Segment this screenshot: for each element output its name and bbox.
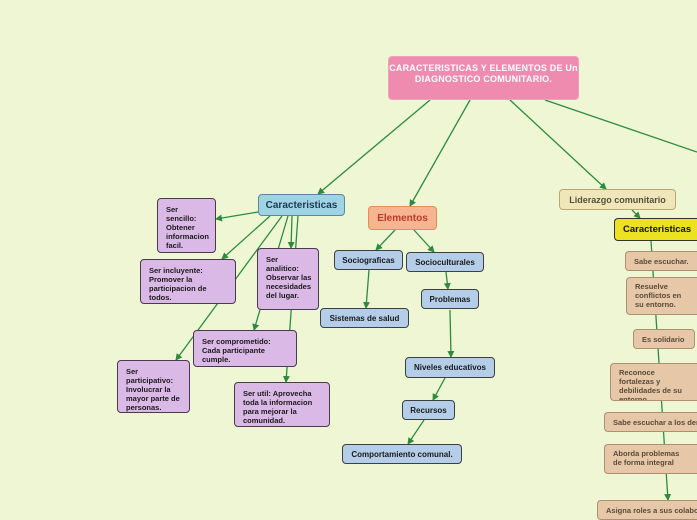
link-recursos-comportamiento — [407, 419, 425, 445]
subtopic-sociograficas[interactable]: Sociograficas — [334, 250, 403, 270]
subtopic-sociograficas-label: Sociograficas — [342, 255, 395, 265]
subtopic-ser-sencillo-label: Ser sencillo: Obtener informacion facil. — [166, 205, 209, 250]
leader-trait-aborda-problemas-label: Aborda problemas de forma integral — [613, 449, 680, 467]
subtopic-ser-util-label: Ser util: Aprovecha toda la informacion … — [243, 389, 313, 425]
subtopic-comportamiento-comunal-label: Comportamiento comunal. — [351, 449, 453, 459]
root-topic-label: CARACTERISTICAS Y ELEMENTOS DE Un DIAGNO… — [389, 63, 578, 84]
subtopic-sistemas-de-salud[interactable]: Sistemas de salud — [320, 308, 409, 328]
link-car-sencillo — [215, 211, 259, 222]
link-root-elementos — [409, 99, 471, 207]
leader-trait-reconoce-fortalezas[interactable]: Reconoce fortalezas y debilidades de su … — [610, 363, 697, 401]
subtopic-liderazgo-caracteristicas[interactable]: Caracteristicas — [614, 218, 697, 241]
link-problemas-niveles — [447, 309, 455, 358]
leader-trait-reconoce-fortalezas-label: Reconoce fortalezas y debilidades de su … — [619, 368, 682, 401]
leader-trait-sabe-escuchar[interactable]: Sabe escuchar. — [625, 251, 697, 271]
subtopic-niveles-educativos[interactable]: Niveles educativos — [405, 357, 495, 378]
root-topic[interactable]: CARACTERISTICAS Y ELEMENTOS DE Un DIAGNO… — [388, 56, 579, 100]
link-elem-socioculturales — [413, 229, 435, 253]
subtopic-ser-comprometido[interactable]: Ser comprometido: Cada participante cump… — [193, 330, 297, 367]
subtopic-ser-sencillo[interactable]: Ser sencillo: Obtener informacion facil. — [157, 198, 216, 253]
subtopic-recursos-label: Recursos — [410, 405, 447, 415]
leader-trait-es-solidario-label: Es solidario — [642, 334, 685, 344]
subtopic-ser-participativo-label: Ser participativo: Involucrar la mayor p… — [126, 367, 180, 412]
topic-caracteristicas[interactable]: Caracteristicas — [258, 194, 345, 216]
subtopic-problemas-label: Problemas — [429, 294, 471, 304]
subtopic-socioculturales[interactable]: Socioculturales — [406, 252, 484, 272]
leader-trait-sabe-escuchar-demas[interactable]: Sabe escuchar a los demás. — [604, 412, 697, 432]
link-car-incluyente — [221, 215, 271, 260]
subtopic-ser-incluyente-label: Ser incluyente: Promover la participacio… — [149, 266, 207, 302]
subtopic-ser-incluyente[interactable]: Ser incluyente: Promover la participacio… — [140, 259, 236, 304]
subtopic-recursos[interactable]: Recursos — [402, 400, 455, 420]
subtopic-ser-analitico[interactable]: Ser analitico: Observar las necesidades … — [257, 248, 319, 310]
leader-trait-asigna-roles[interactable]: Asigna roles a sus colaboradores — [597, 500, 697, 520]
topic-liderazgo-comunitario-label: Liderazgo comunitario — [569, 194, 666, 205]
leader-trait-asigna-roles-label: Asigna roles a sus colaboradores — [606, 505, 697, 515]
subtopic-comportamiento-comunal[interactable]: Comportamiento comunal. — [342, 444, 462, 464]
subtopic-socioculturales-label: Socioculturales — [415, 257, 475, 267]
leader-trait-aborda-problemas[interactable]: Aborda problemas de forma integral — [604, 444, 697, 474]
leader-trait-sabe-escuchar-demas-label: Sabe escuchar a los demás. — [613, 417, 697, 427]
link-socioculturales-problemas — [443, 271, 451, 290]
subtopic-ser-participativo[interactable]: Ser participativo: Involucrar la mayor p… — [117, 360, 190, 413]
link-sociograficas-salud — [362, 269, 370, 309]
link-root-offscreen — [544, 99, 697, 153]
leader-trait-resuelve-conflictos-label: Resuelve conflictos en su entorno. — [635, 282, 682, 309]
subtopic-niveles-educativos-label: Niveles educativos — [413, 363, 487, 372]
subtopic-ser-comprometido-label: Ser comprometido: Cada participante cump… — [202, 337, 271, 364]
link-elem-sociograficas — [375, 229, 396, 251]
subtopic-sistemas-de-salud-label: Sistemas de salud — [329, 313, 400, 323]
topic-elementos[interactable]: Elementos — [368, 206, 437, 230]
leader-trait-resuelve-conflictos[interactable]: Resuelve conflictos en su entorno. — [626, 277, 697, 315]
topic-elementos-label: Elementos — [377, 212, 428, 224]
subtopic-ser-analitico-label: Ser analitico: Observar las necesidades … — [266, 255, 312, 300]
link-root-liderazgo — [509, 99, 607, 190]
link-car-analitico — [287, 215, 295, 249]
subtopic-problemas[interactable]: Problemas — [421, 289, 479, 309]
leader-trait-sabe-escuchar-label: Sabe escuchar. — [634, 256, 689, 266]
link-niveles-recursos — [432, 377, 446, 401]
link-lid-car — [631, 209, 641, 219]
leader-trait-es-solidario[interactable]: Es solidario — [633, 329, 695, 349]
link-root-caracteristicas — [317, 99, 431, 195]
topic-caracteristicas-label: Caracteristicas — [265, 199, 338, 211]
subtopic-ser-util[interactable]: Ser util: Aprovecha toda la informacion … — [234, 382, 330, 427]
subtopic-liderazgo-caracteristicas-label: Caracteristicas — [623, 224, 692, 235]
topic-liderazgo-comunitario[interactable]: Liderazgo comunitario — [559, 189, 676, 210]
